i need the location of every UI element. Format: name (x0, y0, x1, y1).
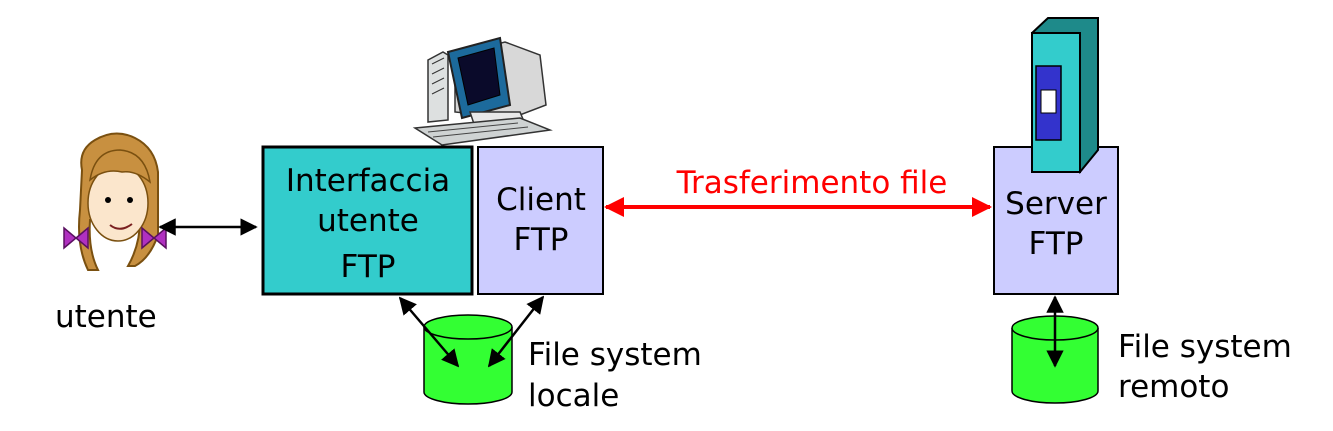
desktop-computer-icon (412, 36, 553, 146)
transfer-label: Trasferimento file (676, 165, 948, 201)
client-box-line-2: FTP (514, 222, 569, 258)
ui-disk-arrow (398, 296, 460, 368)
person-icon (63, 132, 167, 271)
server-tower-icon (1030, 17, 1099, 175)
ui-box-line-1: Interfaccia (286, 163, 450, 199)
remote-fs-line-1: File system (1118, 329, 1292, 365)
user-label: utente (55, 299, 157, 335)
client-disk-arrow (487, 295, 545, 368)
ui-box-line-2: utente (317, 203, 419, 239)
ui-box-line-3: FTP (341, 249, 396, 285)
server-box-line-1: Server (1005, 186, 1107, 222)
local-disk-icon (423, 314, 513, 405)
client-box (477, 146, 604, 295)
local-fs-line-2: locale (528, 378, 619, 414)
server-box-line-2: FTP (1029, 226, 1084, 262)
ui-box (261, 145, 474, 296)
remote-fs-line-2: remoto (1118, 369, 1229, 405)
local-fs-line-1: File system (528, 337, 702, 373)
client-box-line-1: Client (496, 182, 586, 218)
